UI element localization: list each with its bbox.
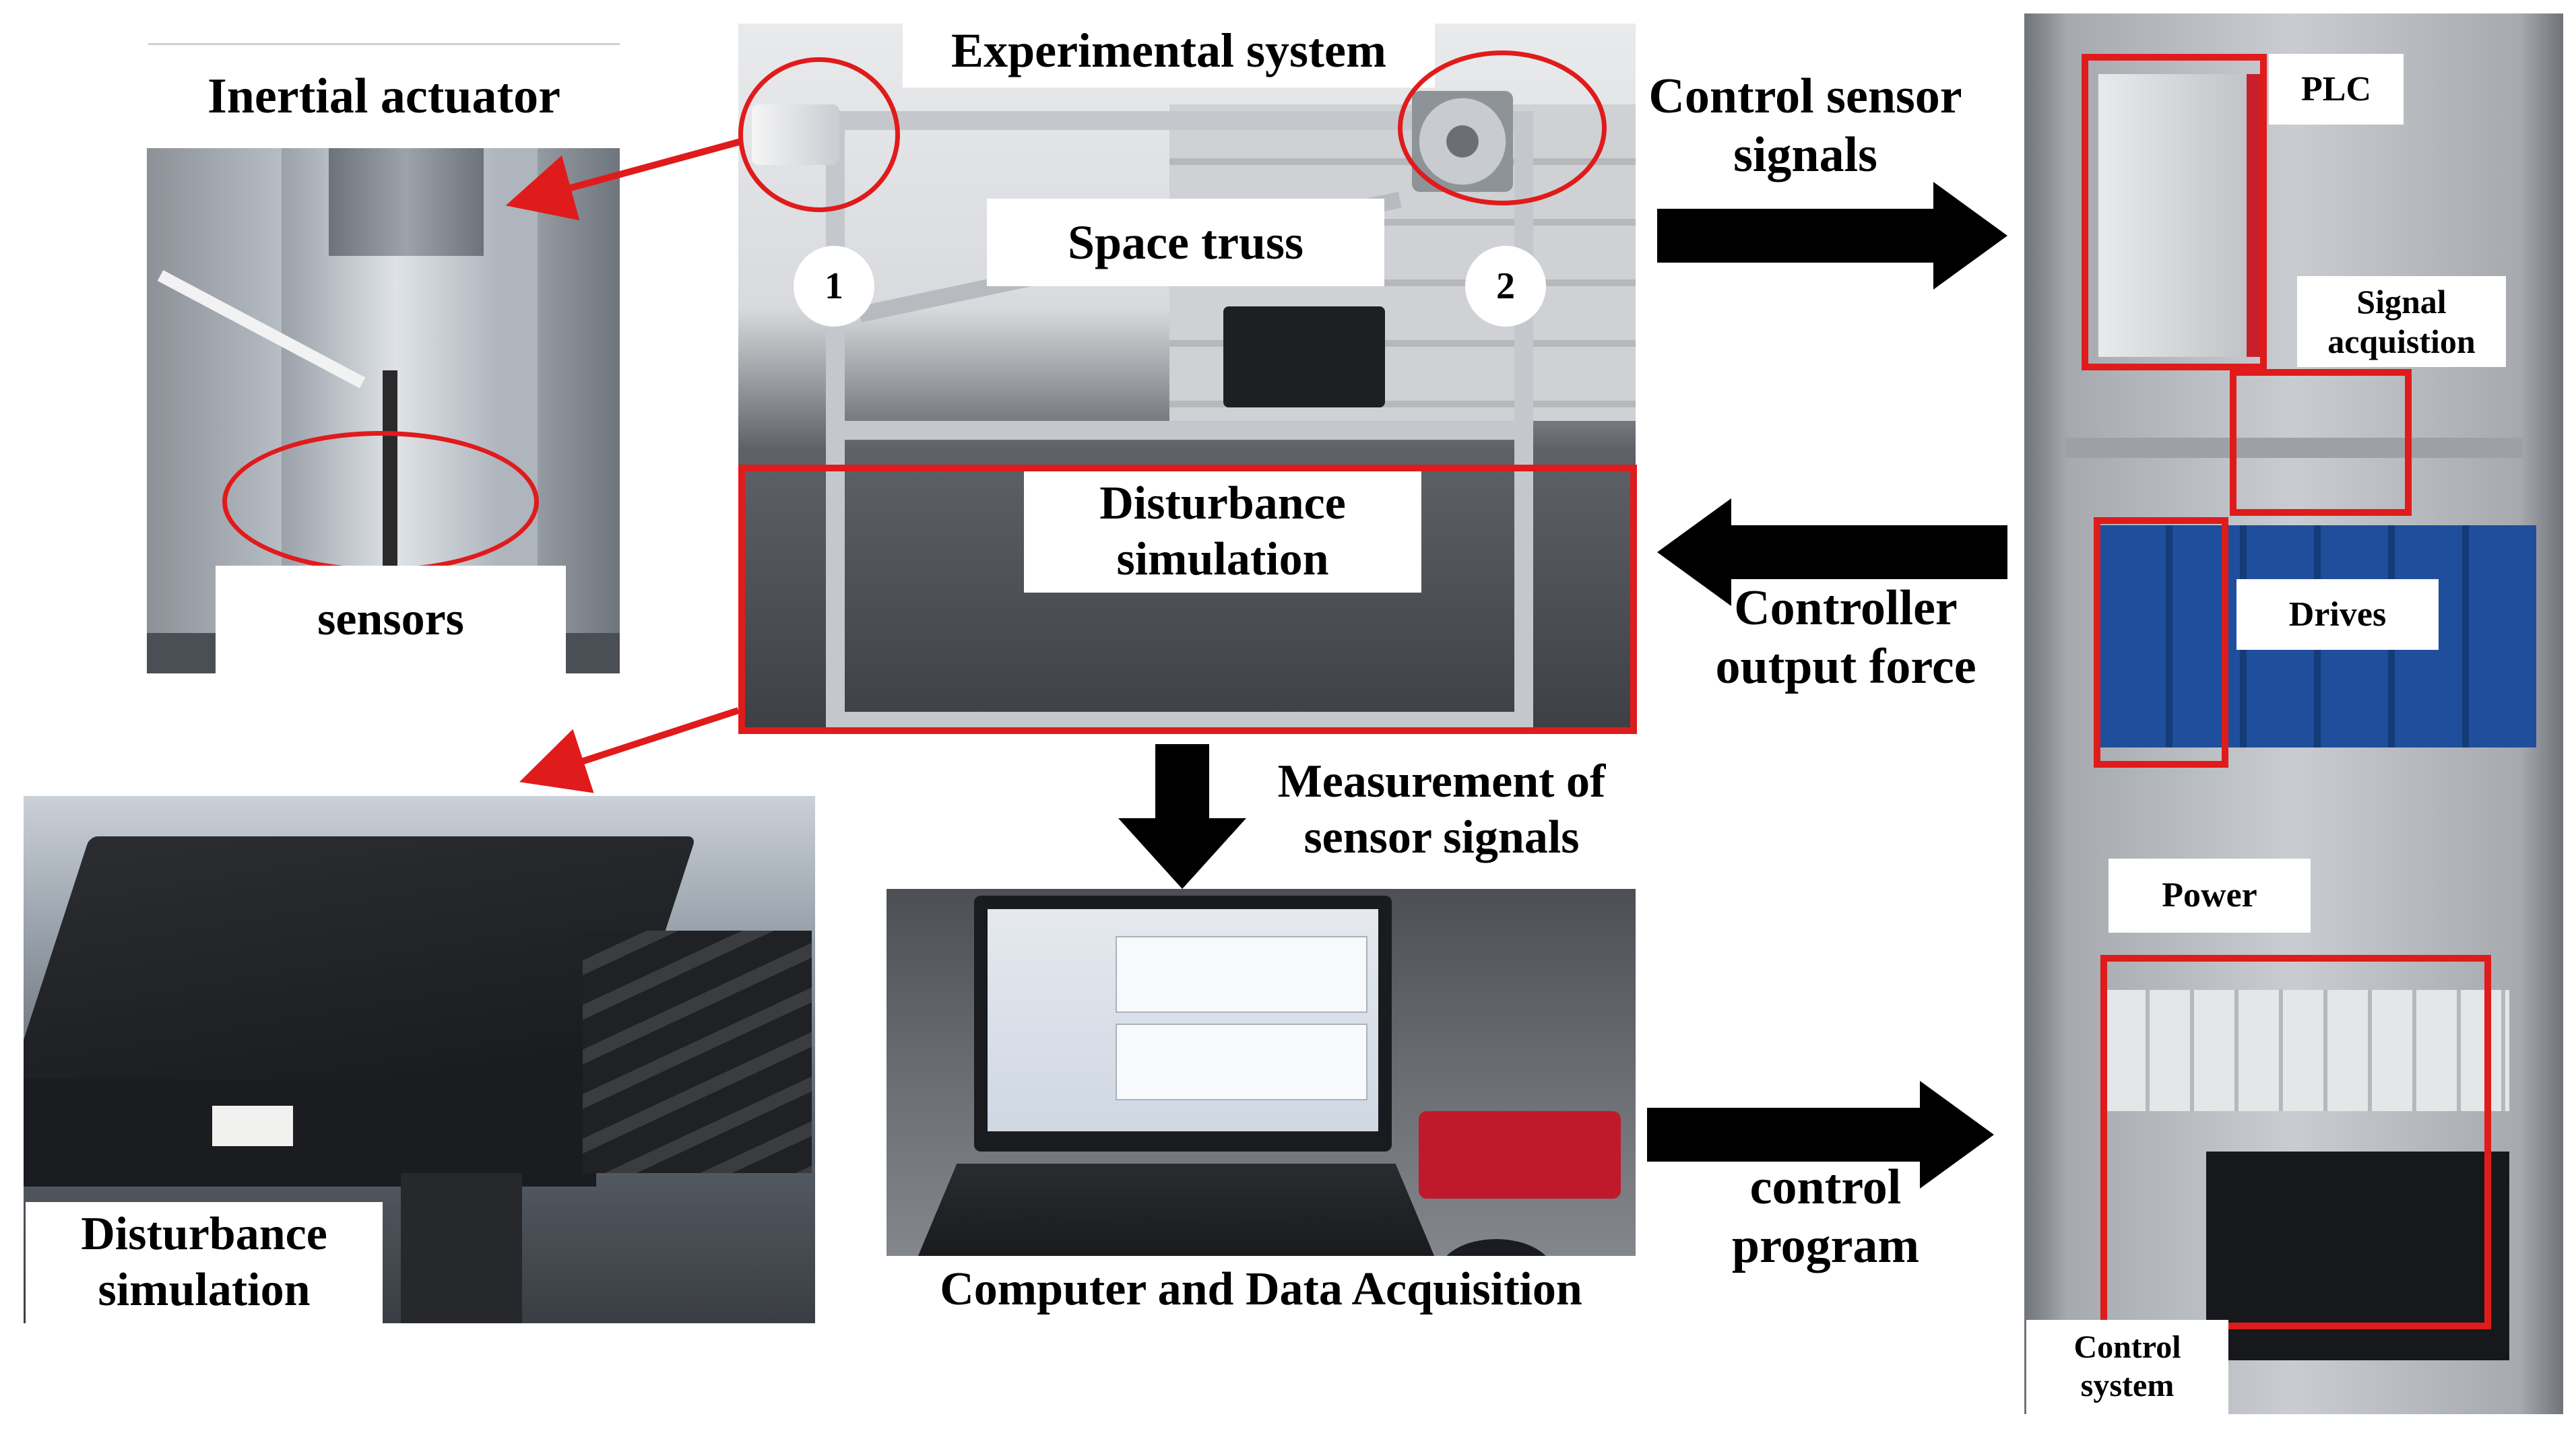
computer-data-acquisition-label: Computer and Data Acquisition [887,1256,1636,1323]
plot-area-2 [1116,1024,1367,1100]
caption-divider [148,43,620,45]
daq-device [1419,1111,1621,1199]
breakers [2105,990,2509,1111]
control-system-label: Control system [2026,1320,2228,1414]
platform-side-fins [583,931,812,1173]
arrow-left-mid [1657,498,2007,606]
control-sensor-signals-label: Control sensor signals [1648,69,1962,183]
actuator-2-highlight [1398,51,1607,205]
truss-mid-bar [826,421,1533,440]
arrow-disturbance-to-platform [519,707,740,793]
plc-red-stripe [2247,74,2260,357]
monitor-back [1223,306,1385,407]
inertial-actuator-label: Inertial actuator [207,69,561,124]
power-highlight [2100,955,2491,1329]
disturbance-simulation-center-label: Disturbance simulation [1024,471,1421,593]
power-label: Power [2108,859,2311,933]
marker-1: 1 [794,246,874,327]
signal-acquisition-highlight [2230,369,2412,516]
control-program-label: control program [1731,1160,1920,1274]
sensors-label: sensors [216,566,566,673]
disturbance-simulation-bottom-label: Disturbance simulation [26,1202,383,1323]
measurement-sensor-signals-label: Measurement of sensor signals [1277,756,1606,863]
plc-highlight [2082,54,2267,370]
plc-unit [2098,74,2253,357]
signal-acquisition-label: Signal acquistion [2297,276,2506,367]
experimental-system-label: Experimental system [903,13,1435,88]
warning-label [212,1106,293,1146]
disturbance-region-highlight [738,465,1637,734]
din-rail-1 [2065,438,2523,458]
arrow-right-bottom [1647,1081,1994,1189]
plc-label: PLC [2269,54,2404,125]
arrow-down-center [1118,744,1246,889]
drives-label: Drives [2236,579,2439,650]
platform-front [24,1079,596,1187]
actuator-1-highlight [738,57,900,212]
space-truss-label: Space truss [987,199,1384,286]
plot-area-1 [1116,936,1367,1013]
platform-leg [401,1173,522,1323]
arrow-right-top [1657,182,2007,290]
controller-output-force-label: Controller output force [1715,580,1976,695]
marker-2: 2 [1465,246,1546,327]
drives-highlight [2094,517,2228,768]
arrow-actuator-to-inertial [505,138,742,221]
actuator-top [329,148,484,256]
